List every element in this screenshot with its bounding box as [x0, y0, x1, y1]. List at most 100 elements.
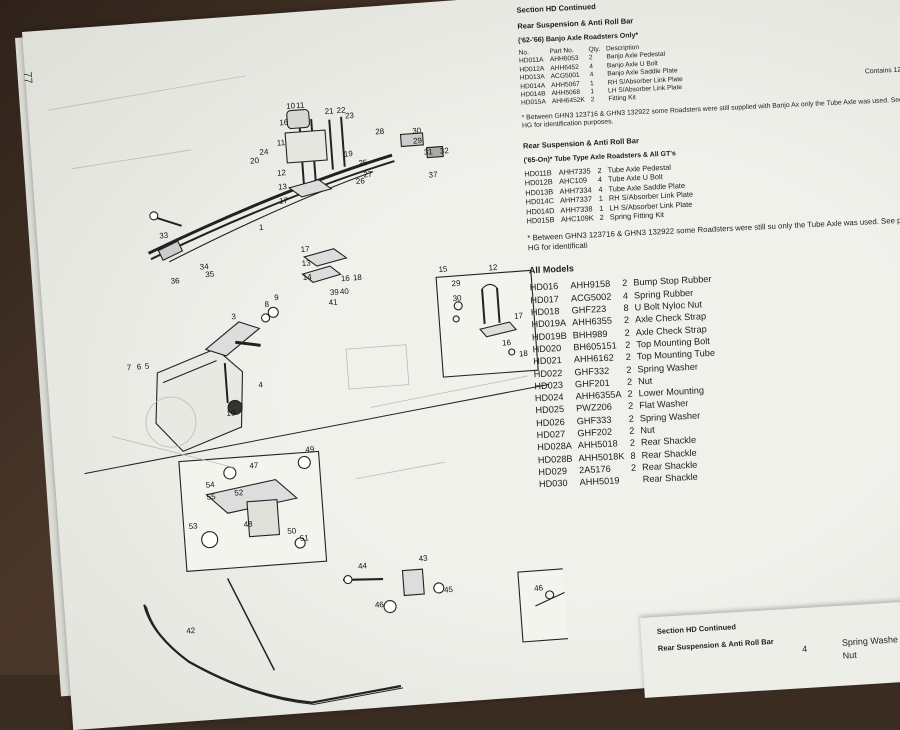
cell-qty: 2: [623, 315, 630, 326]
svg-text:10: 10: [226, 408, 236, 418]
svg-text:16: 16: [341, 274, 351, 284]
cell-qty: 2: [627, 388, 633, 400]
svg-text:4: 4: [258, 380, 264, 389]
svg-text:50: 50: [287, 526, 297, 536]
svg-text:37: 37: [428, 170, 438, 180]
parts-list: Section HD Continued Rear Suspension & A…: [516, 0, 900, 491]
svg-text:46: 46: [534, 583, 544, 593]
svg-text:45: 45: [444, 585, 454, 595]
cell-qty: 2: [627, 401, 634, 412]
cell-qty: 2: [625, 351, 632, 363]
cell-no: HD019B: [531, 330, 567, 343]
svg-text:17: 17: [279, 196, 289, 206]
svg-text:39: 39: [330, 287, 340, 297]
svg-text:40: 40: [340, 287, 350, 297]
svg-text:8: 8: [264, 300, 270, 309]
svg-text:5: 5: [144, 362, 150, 371]
svg-text:19: 19: [343, 149, 353, 159]
cell-qty: 4: [597, 175, 603, 185]
cell-qty: 1: [598, 194, 604, 204]
next-page-subtitle: Rear Suspension & Anti Roll Bar: [657, 636, 774, 653]
svg-text:51: 51: [300, 533, 310, 543]
svg-text:20: 20: [250, 156, 260, 166]
cell-qty: 2: [629, 437, 636, 449]
svg-text:17: 17: [514, 311, 524, 321]
svg-text:15: 15: [438, 264, 448, 274]
svg-text:1: 1: [259, 223, 265, 232]
next-page-desc-2: Nut: [842, 649, 857, 661]
svg-text:47: 47: [249, 461, 259, 471]
svg-text:55: 55: [206, 492, 216, 502]
cell-qty: 2: [590, 96, 595, 104]
svg-text:6: 6: [137, 362, 143, 371]
svg-text:16: 16: [502, 338, 512, 348]
svg-text:14: 14: [302, 272, 312, 282]
svg-text:27: 27: [363, 170, 373, 180]
svg-text:30: 30: [452, 293, 462, 303]
cell-qty: 8: [623, 302, 629, 314]
svg-text:13: 13: [301, 258, 311, 268]
next-page-desc-1: Spring Washe: [841, 634, 899, 648]
svg-text:22: 22: [336, 105, 346, 115]
cell-part: AHH5019: [579, 475, 620, 488]
cell-part: AHH6452K: [551, 97, 586, 106]
svg-text:44: 44: [358, 561, 368, 571]
cell-qty: 2: [599, 212, 605, 223]
cell-qty: 2: [624, 339, 631, 350]
svg-text:26: 26: [356, 176, 366, 186]
svg-text:18: 18: [519, 349, 529, 359]
cell-qty: 4: [598, 184, 603, 194]
svg-text:18: 18: [353, 273, 363, 283]
svg-text:48: 48: [243, 519, 253, 529]
svg-text:7: 7: [127, 363, 133, 372]
svg-text:34: 34: [199, 262, 209, 272]
svg-text:21: 21: [324, 106, 334, 116]
cell-no: HD030: [538, 478, 568, 490]
svg-text:36: 36: [170, 276, 180, 286]
cell-qty: 2: [628, 413, 635, 424]
cell-qty: 2: [626, 364, 632, 375]
cell-no: HD028B: [537, 453, 573, 465]
svg-text:12: 12: [277, 168, 287, 178]
cell-qty: [631, 474, 643, 487]
svg-text:46: 46: [375, 600, 385, 610]
svg-text:12: 12: [488, 263, 498, 273]
cell-qty: 2: [629, 425, 635, 436]
svg-text:3: 3: [231, 312, 237, 321]
svg-text:32: 32: [440, 146, 450, 156]
cell-part: AHH5018K: [578, 450, 625, 463]
svg-text:42: 42: [186, 626, 196, 636]
svg-text:13: 13: [278, 182, 288, 192]
svg-text:29: 29: [413, 136, 423, 146]
svg-text:52: 52: [234, 488, 244, 498]
cell-part: AHC109K: [560, 213, 594, 224]
svg-text:28: 28: [375, 127, 385, 137]
cell-no: HD015B: [526, 215, 555, 226]
svg-text:9: 9: [274, 293, 280, 302]
svg-text:41: 41: [328, 298, 338, 308]
cell-qty: 4: [622, 290, 629, 301]
svg-text:16: 16: [279, 118, 289, 128]
cell-qty: 2: [622, 278, 628, 289]
svg-text:54: 54: [205, 480, 215, 490]
cell-no: HD015A: [520, 98, 547, 108]
cell-qty: 2: [630, 462, 637, 473]
svg-text:25: 25: [358, 158, 368, 168]
svg-text:49: 49: [305, 445, 315, 455]
svg-text:23: 23: [345, 111, 355, 121]
catalog-page: 77: [21, 0, 900, 730]
svg-text:31: 31: [424, 147, 434, 157]
svg-text:17: 17: [300, 244, 310, 254]
cell-qty: 2: [624, 327, 630, 338]
svg-text:24: 24: [259, 147, 269, 157]
cell-qty: 2: [597, 165, 602, 176]
svg-text:53: 53: [188, 521, 198, 531]
svg-text:33: 33: [159, 231, 169, 241]
svg-text:30: 30: [412, 126, 422, 136]
svg-text:11: 11: [296, 100, 305, 110]
next-page-qty: 4: [801, 643, 808, 655]
